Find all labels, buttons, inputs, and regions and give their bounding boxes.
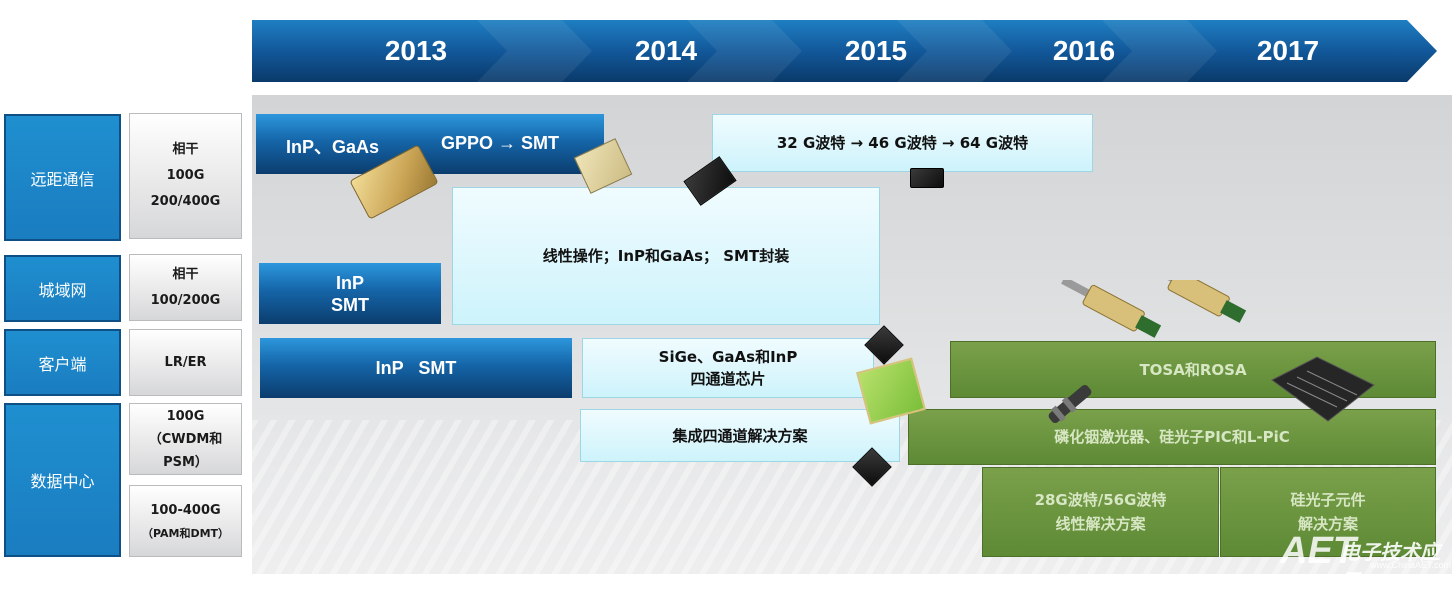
bar-text: InP xyxy=(335,272,364,293)
spec-datacenter-1: 100G （CWDM和 PSM） xyxy=(129,403,242,475)
spec-text: 100G xyxy=(166,168,205,183)
category-datacenter: 数据中心 xyxy=(4,403,121,557)
small-black-chip-icon xyxy=(910,168,944,188)
category-metro: 城域网 xyxy=(4,255,121,322)
tosa-rosa-module-icon xyxy=(1061,280,1247,338)
box-text: 硅光子元件 xyxy=(1290,491,1366,509)
box-tosa-rosa: TOSA和ROSA xyxy=(950,341,1436,398)
spec-text: LR/ER xyxy=(164,354,207,370)
spec-metro: 相干 100/200G xyxy=(129,254,242,321)
bar-gppo-smt: GPPO → SMT xyxy=(441,133,560,153)
box-text: 四通道芯片 xyxy=(690,370,766,388)
bar-inp-gaas: InP、GaAs xyxy=(286,137,380,157)
watermark-url: www.ChinaAET.com xyxy=(1370,560,1452,570)
year-2014: 2014 xyxy=(634,35,698,66)
box-silicon-photonics: 硅光子元件 解决方案 xyxy=(1220,467,1436,557)
bar-text: SMT xyxy=(331,294,369,315)
year-2015: 2015 xyxy=(844,35,908,66)
year-2016: 2016 xyxy=(1052,35,1116,66)
laser-connector-icon xyxy=(1048,384,1092,424)
box-quad-chip: SiGe、GaAs和InP 四通道芯片 xyxy=(582,338,874,398)
spec-text: 相干 xyxy=(172,142,199,157)
spec-datacenter-2: 100-400G （PAM和DMT） xyxy=(129,485,242,557)
spec-long-haul: 相干 100G 200/400G xyxy=(129,113,242,239)
box-baud-linear: 28G波特/56G波特 线性解决方案 xyxy=(982,467,1219,557)
spec-text: 相干 xyxy=(172,266,199,282)
box-linear-operation: 线性操作；InP和GaAs； SMT封装 xyxy=(452,187,880,325)
box-integrated-quad: 集成四通道解决方案 xyxy=(580,409,900,462)
bar-metro: InP SMT xyxy=(259,263,441,324)
bar-client: InP SMT xyxy=(260,338,572,398)
spec-text: 100-400G xyxy=(150,503,221,518)
box-text: 28G波特/56G波特 xyxy=(1034,491,1167,509)
year-2017: 2017 xyxy=(1256,35,1320,66)
category-long-haul: 远距通信 xyxy=(4,114,121,241)
timeline-banner xyxy=(252,20,1437,82)
spec-text: 100G xyxy=(166,408,205,424)
silicon-photonics-chip-icon xyxy=(1271,356,1375,422)
box-text: SiGe、GaAs和InP xyxy=(658,348,798,366)
bar-long-haul: InP、GaAs GPPO → SMT xyxy=(256,114,604,174)
year-2013: 2013 xyxy=(384,35,448,66)
spec-text: 200/400G xyxy=(150,194,221,209)
spec-text-small: （PAM和DMT） xyxy=(141,527,230,540)
box-text: 线性解决方案 xyxy=(1055,515,1146,533)
spec-text: PSM） xyxy=(163,454,208,470)
box-text: 解决方案 xyxy=(1297,515,1358,533)
spec-client: LR/ER xyxy=(129,329,242,396)
watermark-logo: AET xyxy=(1280,530,1356,572)
spec-text: （CWDM和 xyxy=(148,431,223,447)
spec-text: 100/200G xyxy=(150,292,221,308)
category-client: 客户端 xyxy=(4,329,121,396)
box-inp-laser-pic: 磷化铟激光器、硅光子PIC和L-PiC xyxy=(908,409,1436,465)
box-baud-rate: 32 G波特 → 46 G波特 → 64 G波特 xyxy=(712,114,1093,172)
